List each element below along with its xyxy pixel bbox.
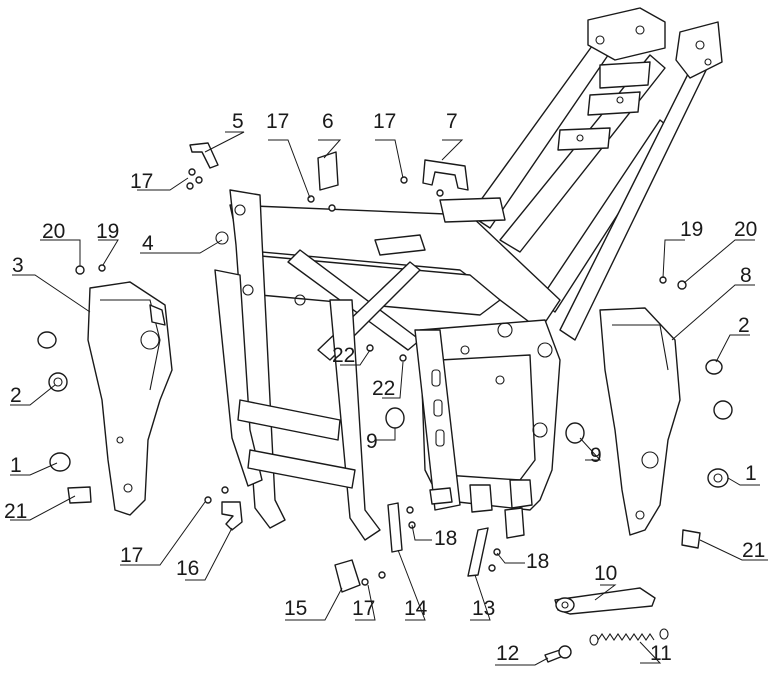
callout-18-b: 18	[526, 550, 549, 573]
callout-19-left: 19	[96, 220, 119, 243]
callout-22-b: 22	[372, 377, 395, 400]
callout-16: 16	[176, 557, 199, 580]
bracket-5	[189, 142, 219, 169]
callout-2-right: 2	[738, 314, 750, 337]
bracket-6	[317, 151, 339, 191]
callout-2-left: 2	[10, 384, 22, 407]
callout-10: 10	[594, 562, 617, 585]
callout-15: 15	[284, 597, 307, 620]
bracket-16	[221, 501, 243, 531]
main-frame	[214, 7, 723, 541]
callout-1-right: 1	[745, 462, 757, 485]
callout-6: 6	[322, 110, 334, 133]
callout-7: 7	[446, 110, 458, 133]
stand-spring	[597, 633, 655, 641]
callout-17-e: 17	[352, 597, 375, 620]
callout-9-left: 9	[366, 430, 378, 453]
bracket-7	[422, 159, 469, 191]
callout-13: 13	[472, 597, 495, 620]
grommet-right	[707, 468, 729, 488]
strap-14	[387, 502, 403, 553]
callout-21-right: 21	[742, 539, 765, 562]
callout-17-c: 17	[373, 110, 396, 133]
callout-17-b: 17	[266, 110, 289, 133]
callout-17-d: 17	[120, 544, 143, 567]
callout-labels: 5 17 17 6 17 7 20 19 4 3 2 1 21 22 22 9 …	[4, 110, 765, 665]
bracket-15	[334, 559, 361, 593]
callout-14: 14	[404, 597, 428, 620]
nut-22-b	[399, 354, 407, 362]
callout-11: 11	[650, 642, 672, 665]
bushing-right-lower	[713, 400, 733, 420]
callout-21-left: 21	[4, 500, 27, 523]
callout-9-right: 9	[590, 444, 602, 467]
bushing-left-upper	[37, 331, 57, 349]
bushing-right-upper	[705, 359, 723, 375]
bolt-left-20	[75, 265, 85, 275]
callout-20-right: 20	[734, 218, 757, 241]
right-side-cover	[599, 307, 681, 536]
callout-20-left: 20	[42, 220, 65, 243]
callout-18-a: 18	[434, 527, 457, 550]
mount-rubber-right	[565, 422, 585, 444]
washer-left-19	[98, 264, 106, 272]
callout-19-right: 19	[680, 218, 703, 241]
mount-rubber-left	[385, 407, 405, 429]
strap-13	[467, 527, 489, 577]
callout-22-a: 22	[332, 344, 355, 367]
spacer-right	[681, 529, 701, 549]
callout-5: 5	[232, 110, 244, 133]
bushing-left-lower	[48, 372, 68, 392]
callout-12: 12	[496, 642, 519, 665]
spacer-left	[67, 486, 92, 504]
callout-4: 4	[142, 232, 154, 255]
callout-3: 3	[12, 254, 24, 277]
callout-17-a: 17	[130, 170, 153, 193]
callout-8: 8	[740, 264, 752, 287]
leader-lines	[10, 131, 768, 666]
nut-22-a	[366, 344, 374, 352]
left-side-cover	[87, 281, 173, 516]
grommet-left	[49, 452, 71, 472]
callout-1-left: 1	[10, 454, 22, 477]
